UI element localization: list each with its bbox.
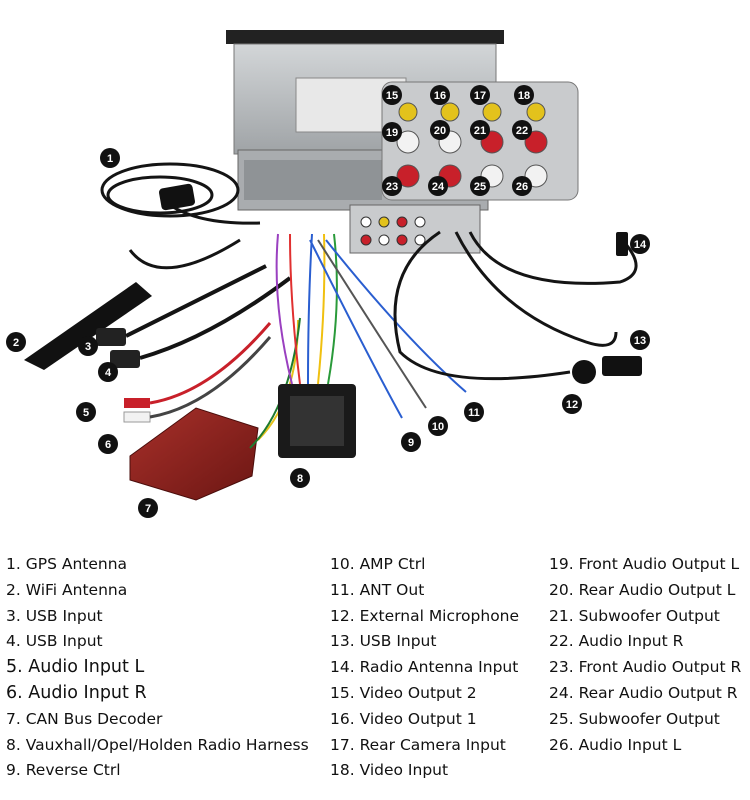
callout-1 (100, 148, 120, 168)
callout-15-label: 15 (386, 90, 398, 102)
callout-5-label: 5 (83, 407, 89, 419)
callout-9 (401, 432, 421, 452)
callout-7 (138, 498, 158, 518)
callout-17-label: 17 (474, 90, 486, 102)
rca-jack-middle-row (396, 130, 548, 154)
callout-20 (430, 120, 450, 140)
callout-15 (382, 85, 402, 105)
callout-18-label: 18 (518, 90, 530, 102)
wifi-antenna (24, 238, 241, 370)
callout-14 (630, 234, 650, 254)
callout-5 (76, 402, 96, 422)
audio-in-rca-plugs (123, 322, 272, 423)
callout-12 (562, 394, 582, 414)
legend-item-4: 4. USB Input (6, 632, 103, 651)
legend-item-3: 3. USB Input (6, 606, 103, 625)
right-cables (393, 230, 638, 381)
callout-14-label: 14 (634, 239, 647, 251)
callout-16 (430, 85, 450, 105)
callout-8 (290, 468, 310, 488)
legend-item-6: 6. Audio Input R (6, 682, 147, 703)
callout-26 (512, 176, 532, 196)
legend-column-3: 19. Front Audio Output L 20. Rear Audio … (549, 552, 741, 758)
callout-2 (6, 332, 26, 352)
callout-12-label: 12 (566, 399, 578, 411)
legend-column-1: 1. GPS Antenna 2. WiFi Antenna 3. USB In… (6, 552, 309, 784)
callout-11-label: 11 (468, 407, 480, 419)
callout-4-label: 4 (105, 367, 112, 379)
callout-16-label: 16 (434, 90, 446, 102)
callout-13 (630, 330, 650, 350)
legend-item-12: 12. External Microphone (330, 606, 520, 625)
rca-jack-top-row (398, 102, 546, 122)
radio-harness (275, 233, 356, 458)
callout-10 (428, 416, 448, 436)
legend-item-8: 8. Vauxhall/Opel/Holden Radio Harness (6, 735, 309, 754)
callout-19 (382, 122, 402, 142)
callout-22-label: 22 (516, 125, 528, 137)
gps-antenna (100, 162, 261, 225)
can-bus-decoder (129, 317, 301, 501)
legend-item-23: 23. Front Audio Output R (549, 658, 742, 677)
legend-column-2: 10. AMP Ctrl 11. ANT Out 12. External Mi… (330, 552, 519, 784)
callout-4 (98, 362, 118, 382)
callout-3-label: 3 (85, 341, 91, 353)
legend-item-15: 15. Video Output 2 (330, 683, 477, 702)
callout-13-label: 13 (634, 335, 646, 347)
legend-item-2: 2. WiFi Antenna (6, 580, 128, 599)
callouts (6, 85, 650, 518)
callout-3 (78, 336, 98, 356)
legend-item-16: 16. Video Output 1 (330, 709, 477, 728)
callout-22 (512, 120, 532, 140)
callout-11 (464, 402, 484, 422)
callout-10-label: 10 (432, 421, 444, 433)
callout-7-label: 7 (145, 503, 151, 515)
legend-item-19: 19. Front Audio Output L (549, 555, 740, 573)
legend-item-14: 14. Radio Antenna Input (330, 658, 519, 677)
callout-8-label: 8 (297, 473, 303, 485)
microphone-head (572, 360, 596, 384)
callout-6 (98, 434, 118, 454)
callout-2-label: 2 (13, 337, 19, 349)
callout-18 (514, 85, 534, 105)
legend-item-24: 24. Rear Audio Output R (549, 683, 738, 702)
rca-zoom-panel (381, 81, 579, 201)
radio-antenna-plug (616, 232, 628, 256)
control-wires (309, 239, 467, 419)
usb-cables-3-4 (96, 264, 292, 368)
callout-21-label: 21 (474, 125, 486, 137)
legend-item-5: 5. Audio Input L (6, 657, 145, 678)
legend-item-26: 26. Audio Input L (549, 735, 682, 754)
legend-item-22: 22. Audio Input R (549, 632, 684, 651)
callout-24-label: 24 (432, 181, 445, 193)
legend-item-25: 25. Subwoofer Output (549, 709, 720, 728)
legend-item-13: 13. USB Input (330, 632, 437, 651)
usb-connector-13 (602, 356, 642, 376)
legend-item-21: 21. Subwoofer Output (549, 606, 720, 625)
callout-20-label: 20 (434, 125, 446, 137)
callout-25 (470, 176, 490, 196)
callout-17 (470, 85, 490, 105)
callout-21 (470, 120, 490, 140)
callout-25-label: 25 (474, 181, 486, 193)
legend-item-10: 10. AMP Ctrl (330, 555, 426, 573)
callout-1-label: 1 (107, 153, 113, 165)
legend-item-9: 9. Reverse Ctrl (6, 761, 121, 780)
callout-26-label: 26 (516, 181, 528, 193)
callout-9-label: 9 (408, 437, 414, 449)
legend-item-20: 20. Rear Audio Output L (549, 580, 736, 599)
callout-23 (382, 176, 402, 196)
callout-19-label: 19 (386, 127, 398, 139)
legend-item-7: 7. CAN Bus Decoder (6, 709, 163, 728)
rear-rca-block (360, 216, 426, 246)
legend-item-18: 18. Video Input (330, 761, 449, 780)
callout-6-label: 6 (105, 439, 111, 451)
callout-23-label: 23 (386, 181, 398, 193)
wiring-diagram: 1 2 3 4 5 6 7 8 9 10 11 12 13 14 15 16 1… (6, 30, 650, 518)
callout-24 (428, 176, 448, 196)
legend-item-1: 1. GPS Antenna (6, 555, 128, 573)
legend-item-11: 11. ANT Out (330, 580, 425, 599)
legend-item-17: 17. Rear Camera Input (330, 735, 506, 754)
